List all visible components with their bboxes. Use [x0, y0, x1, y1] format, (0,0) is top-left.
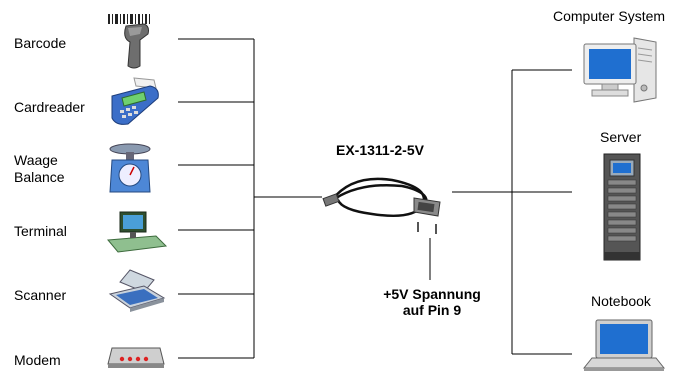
flatbed-scanner-icon — [108, 269, 166, 312]
label-cardreader: Cardreader — [14, 99, 85, 115]
scale-icon — [109, 143, 151, 193]
adapter-note-line2: auf Pin 9 — [402, 302, 462, 318]
serial-cable-icon — [322, 177, 441, 234]
label-computer-system: Computer System — [553, 8, 666, 24]
terminal-icon — [107, 211, 168, 253]
adapter-note-line1: +5V Spannung — [383, 286, 481, 302]
label-notebook: Notebook — [591, 293, 651, 309]
barcode-scanner-icon — [108, 14, 150, 69]
desktop-computer-icon — [583, 37, 657, 103]
modem-icon — [107, 347, 165, 368]
label-server: Server — [600, 129, 642, 145]
laptop-icon — [582, 319, 666, 371]
label-terminal: Terminal — [14, 223, 67, 239]
label-waage-balance: Waage Balance — [14, 152, 65, 185]
label-scanner: Scanner — [14, 287, 67, 303]
label-barcode: Barcode — [14, 35, 67, 51]
server-rack-icon — [603, 153, 641, 261]
adapter-title: EX-1311-2-5V — [336, 142, 424, 158]
card-reader-icon — [111, 77, 159, 125]
label-modem: Modem — [14, 352, 61, 368]
